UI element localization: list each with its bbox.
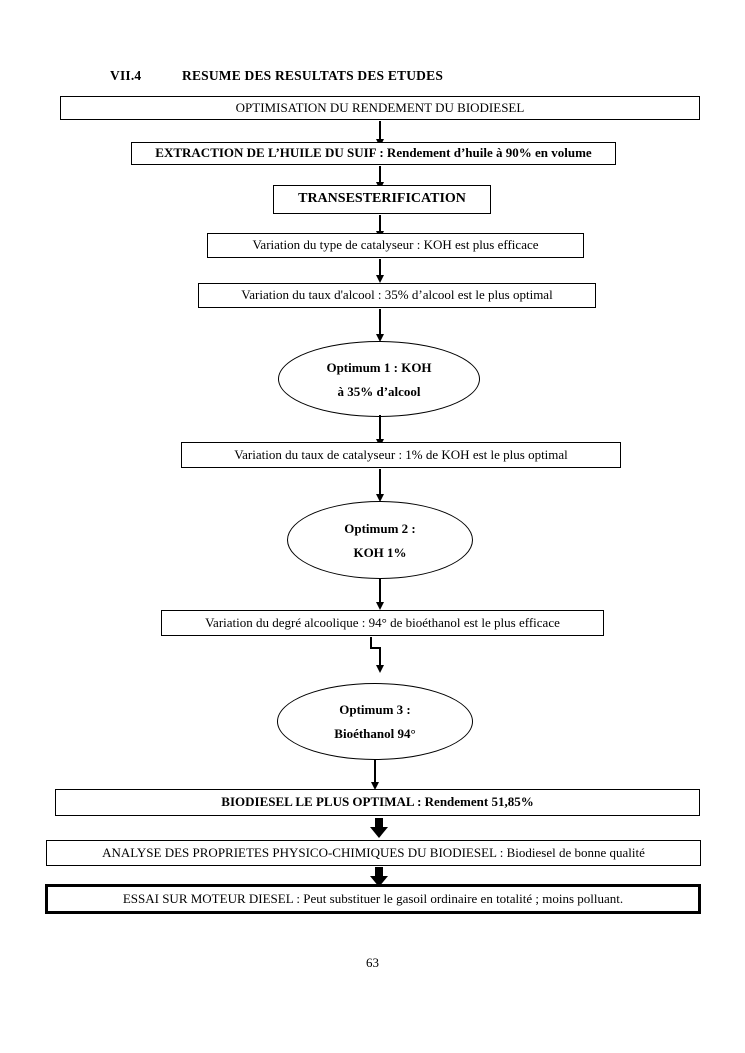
connector-shaft xyxy=(379,121,381,139)
connector-shaft xyxy=(379,309,381,334)
flow-node-taux-alcool: Variation du taux d'alcool : 35% d’alcoo… xyxy=(198,283,596,308)
flow-node-optimum-3-line1: Optimum 3 : xyxy=(339,702,411,717)
flow-node-optimum-3: Optimum 3 : Bioéthanol 94° xyxy=(277,683,473,760)
flow-node-extraction-label: EXTRACTION DE L’HUILE DU SUIF : Rendemen… xyxy=(155,145,592,161)
flow-node-essai-moteur: ESSAI SUR MOTEUR DIESEL : Peut substitue… xyxy=(45,884,701,914)
flow-node-type-catalyseur: Variation du type de catalyseur : KOH es… xyxy=(207,233,584,258)
flow-node-essai-moteur-label: ESSAI SUR MOTEUR DIESEL : Peut substitue… xyxy=(122,890,624,906)
connector-shaft xyxy=(379,259,381,275)
flow-node-taux-alcool-label: Variation du taux d'alcool : 35% d’alcoo… xyxy=(241,287,553,303)
flow-node-optimum-1-line2: à 35% d’alcool xyxy=(337,383,421,399)
flow-node-optimisation-label: OPTIMISATION DU RENDEMENT DU BIODIESEL xyxy=(235,99,525,115)
connector-shaft xyxy=(379,215,381,231)
flow-node-taux-catalyseur-label: Variation du taux de catalyseur : 1% de … xyxy=(234,446,568,462)
flow-node-optimisation: OPTIMISATION DU RENDEMENT DU BIODIESEL xyxy=(60,96,700,120)
flow-node-optimum-2-line2: KOH 1% xyxy=(353,544,407,560)
connector-shaft xyxy=(374,759,376,782)
flow-node-degre-alcoolique-label: Variation du degré alcoolique : 94° de b… xyxy=(205,614,560,630)
connector-shaft xyxy=(379,578,381,602)
flow-node-analyse-proprietes: ANALYSE DES PROPRIETES PHYSICO-CHIMIQUES… xyxy=(46,840,701,866)
flow-node-optimum-2-line1: Optimum 2 : xyxy=(344,520,416,536)
connector-shaft xyxy=(379,415,381,439)
block-arrow-shaft xyxy=(375,867,383,876)
section-heading: VII.4 RESUME DES RESULTATS DES ETUDES xyxy=(110,68,443,84)
arrowhead-icon xyxy=(376,602,384,610)
arrowhead-icon xyxy=(375,665,384,673)
flow-node-biodiesel-optimal: BIODIESEL LE PLUS OPTIMAL : Rendement 51… xyxy=(55,789,700,816)
flow-node-optimum-3-line2: Bioéthanol 94° xyxy=(334,726,416,741)
arrowhead-icon xyxy=(370,827,388,838)
connector-segment-vertical-1 xyxy=(370,637,372,649)
flow-node-type-catalyseur-label: Variation du type de catalyseur : KOH es… xyxy=(252,237,539,253)
section-title: RESUME DES RESULTATS DES ETUDES xyxy=(182,68,444,83)
flow-node-biodiesel-optimal-label: BIODIESEL LE PLUS OPTIMAL : Rendement 51… xyxy=(221,794,534,810)
connector-segment-vertical-2 xyxy=(379,647,381,665)
connector-degre-alcoolique-to-optimum-3 xyxy=(370,637,396,676)
connector-shaft xyxy=(379,469,381,494)
flow-node-optimum-1-line1: Optimum 1 : KOH xyxy=(326,359,432,375)
flow-node-transesterification: TRANSESTERIFICATION xyxy=(273,185,491,214)
connector-segment-horizontal xyxy=(370,647,381,649)
flow-node-transesterification-label: TRANSESTERIFICATION xyxy=(298,191,466,207)
flow-node-degre-alcoolique: Variation du degré alcoolique : 94° de b… xyxy=(161,610,604,636)
flow-node-extraction: EXTRACTION DE L’HUILE DU SUIF : Rendemen… xyxy=(131,142,616,165)
connector-biodiesel-to-analyse xyxy=(370,818,388,838)
flow-node-optimum-1: Optimum 1 : KOH à 35% d’alcool xyxy=(278,341,480,417)
arrowhead-icon xyxy=(370,876,388,887)
flow-node-analyse-proprietes-label: ANALYSE DES PROPRIETES PHYSICO-CHIMIQUES… xyxy=(102,844,645,860)
flow-node-optimum-2: Optimum 2 : KOH 1% xyxy=(287,501,473,579)
arrowhead-icon xyxy=(376,494,384,502)
arrowhead-icon xyxy=(376,334,384,342)
arrowhead-icon xyxy=(371,782,379,790)
connector-analyse-to-essai xyxy=(370,867,388,887)
connector-shaft xyxy=(379,166,381,182)
arrowhead-icon xyxy=(376,275,384,283)
flow-node-taux-catalyseur: Variation du taux de catalyseur : 1% de … xyxy=(181,442,621,468)
block-arrow-shaft xyxy=(375,818,383,827)
section-number: VII.4 xyxy=(110,68,142,83)
page-number: 63 xyxy=(366,955,379,970)
